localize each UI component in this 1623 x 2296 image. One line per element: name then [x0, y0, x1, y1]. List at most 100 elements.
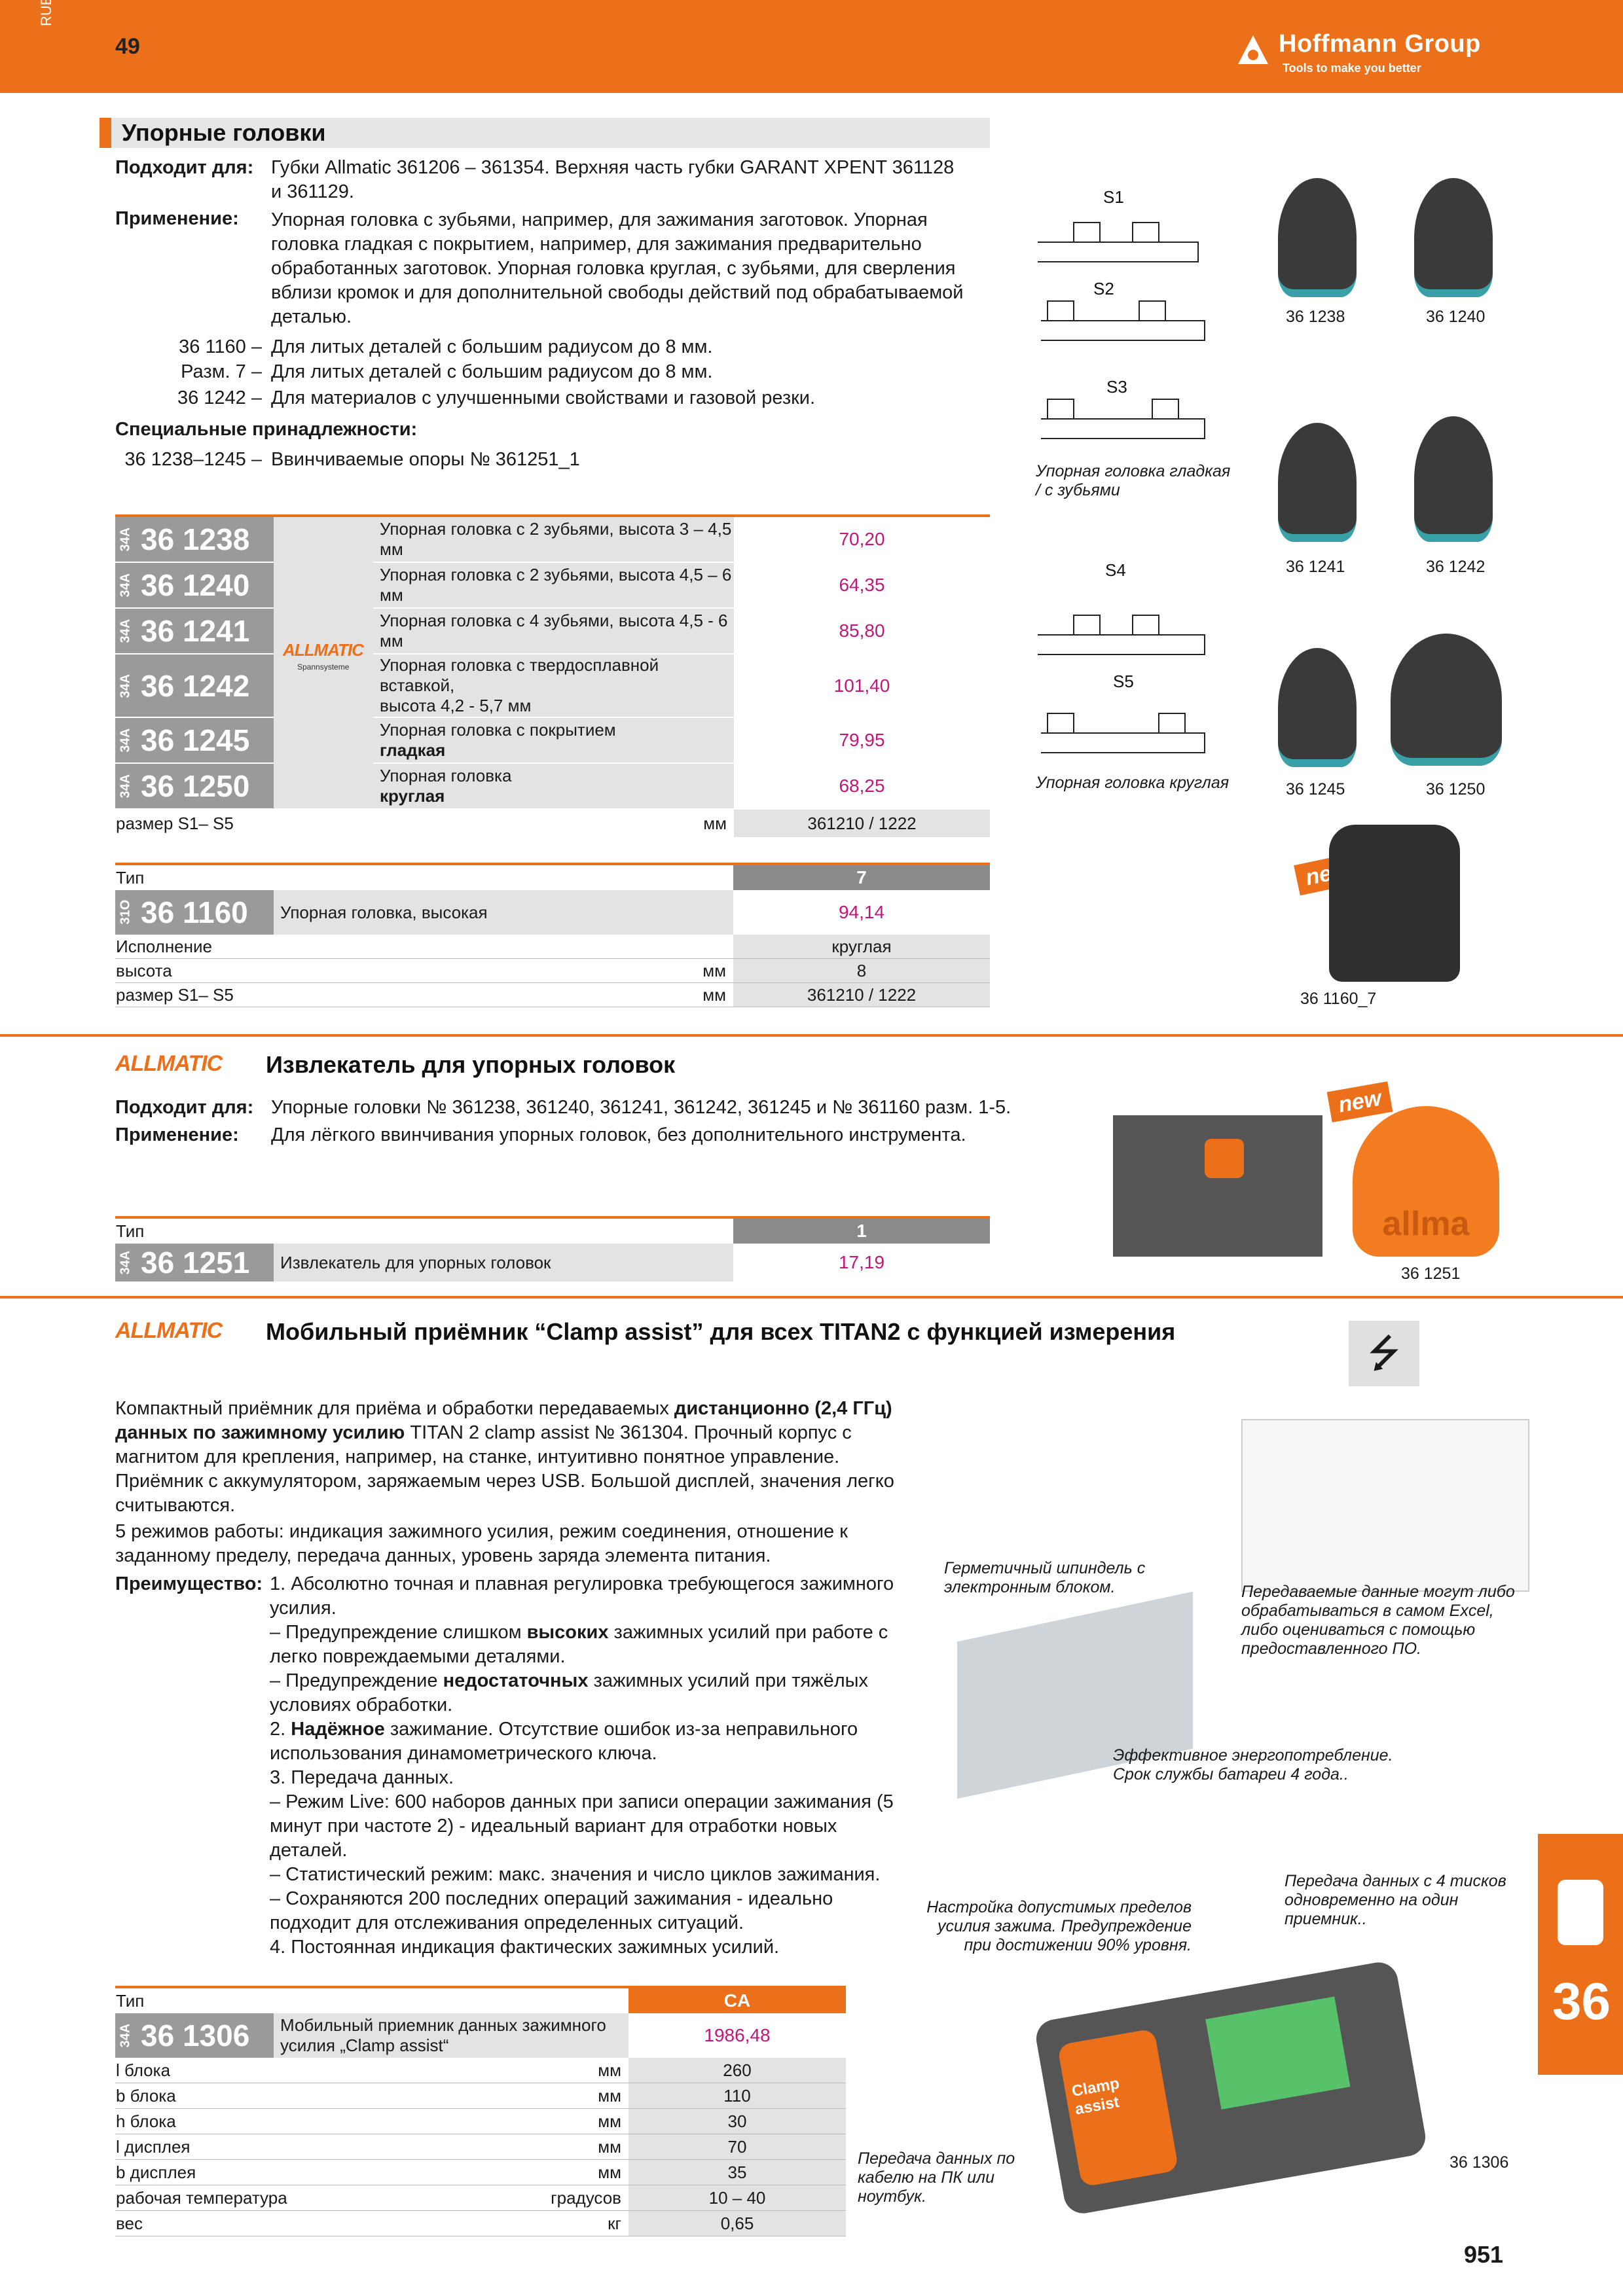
brand-name: Hoffmann Group [1279, 30, 1481, 58]
allmatic-logo: ALLMATIC [115, 1318, 223, 1343]
fits-text: Упорные головки № 361238, 361240, 361241… [271, 1097, 1012, 1118]
usage-photo [1113, 1115, 1322, 1257]
image-label: 36 1240 [1426, 308, 1486, 326]
image-label: 36 1241 [1286, 558, 1345, 576]
header-bar: RUE 49 Hoffmann Group Tools to make you … [0, 0, 1623, 93]
allmatic-logo: ALLMATIC [115, 1051, 223, 1076]
advantage-text: 1. Абсолютно точная и плавная регулировк… [270, 1573, 894, 1958]
application-text: Упорная головка с зубьями, например, для… [271, 209, 964, 327]
product-image [1414, 178, 1493, 297]
image-label: 36 1250 [1426, 780, 1486, 798]
dim-label: S1 [1103, 187, 1124, 207]
item-code: 36 1238 [141, 522, 250, 556]
dim-label: S5 [1113, 672, 1134, 691]
accessories-text: Ввинчиваемые опоры № 361251_1 [271, 449, 580, 470]
item-code: 36 1240 [141, 568, 250, 602]
dimension-diagrams: S1 S2 S3 S4 S5 [1038, 187, 1205, 753]
caption: Герметичный шпиндель с электронным блоко… [944, 1559, 1146, 1596]
product-image [1414, 416, 1493, 542]
page-number: 951 [1464, 2241, 1504, 2268]
caption-smooth: Упорная головка гладкая / с зубьями [1036, 462, 1231, 499]
hoffmann-logo-icon [1238, 35, 1268, 64]
accessories-key: 36 1238–1245 – [124, 449, 262, 470]
price: 64,35 [734, 562, 990, 609]
chapter-number: 36 [1552, 1972, 1611, 2030]
extractor-image: allma [1353, 1106, 1499, 1257]
device-display [1205, 1996, 1351, 2110]
price: 94,14 [838, 902, 885, 922]
brand-tagline: Tools to make you better [1283, 62, 1421, 75]
price: 85,80 [734, 608, 990, 655]
application-text: Для лёгкого ввинчивания упорных головок,… [271, 1124, 966, 1145]
caption: Передача данных по кабелю на ПК или ноут… [858, 2149, 1015, 2206]
image-label: 36 1160_7 [1300, 990, 1377, 1008]
fits-label: Подходит для: [115, 1097, 254, 1118]
usb-icon: ⭍ [1349, 1321, 1419, 1386]
application-label: Применение: [115, 1124, 239, 1145]
application-label: Применение: [115, 208, 239, 229]
device-image: Clamp assist [1033, 1959, 1429, 2217]
page-left-number: 49 [115, 34, 140, 59]
item-code: 36 1242 [141, 668, 250, 703]
intro-text: Компактный приёмник для приёма и обработ… [115, 1398, 894, 1516]
section-title: Извлекатель для упорных головок [266, 1051, 676, 1078]
note-key: 36 1242 – [177, 387, 262, 408]
product-image [1391, 634, 1502, 766]
caption-round: Упорная головка круглая [1036, 774, 1230, 792]
section-title-bar: Упорные головки [100, 118, 990, 148]
price: 101,40 [734, 654, 990, 718]
item-code: 36 1245 [141, 723, 250, 757]
accessories-label: Специальные принадлежности: [115, 419, 418, 440]
image-label: 36 1251 [1401, 1265, 1461, 1283]
advantage-label: Преимущество: [115, 1573, 263, 1594]
chapter-tab: 36 [1538, 1834, 1623, 2075]
modes-text: 5 режимов работы: индикация зажимного ус… [115, 1521, 848, 1566]
caption: Передача данных с 4 тисков одновременно … [1285, 1872, 1506, 1928]
price: 79,95 [734, 717, 990, 764]
note-text: Для литых деталей с большим радиусом до … [271, 361, 713, 382]
price: 17,19 [838, 1252, 885, 1272]
image-label: 36 1242 [1426, 558, 1486, 576]
caption: Настройка допустимых пределов усилия заж… [926, 1898, 1192, 1954]
brand-logo: Hoffmann Group Tools to make you better [1237, 29, 1512, 76]
tool-icon [1558, 1880, 1603, 1945]
language-code: RUE [38, 0, 54, 26]
caption: Передаваемые данные могут либо обрабатыв… [1241, 1583, 1515, 1658]
item-code: 36 1160 [141, 895, 248, 929]
note-key: 36 1160 – [179, 336, 262, 357]
dim-label: S4 [1105, 560, 1126, 580]
item-code: 36 1250 [141, 769, 250, 803]
new-badge: new [1326, 1081, 1393, 1122]
dim-label: S3 [1106, 377, 1127, 397]
dim-label: S2 [1093, 279, 1114, 298]
note-key: Разм. 7 – [181, 361, 262, 382]
item-code: 36 1251 [141, 1246, 250, 1280]
product-image [1329, 825, 1460, 982]
section-title: Упорные головки [122, 119, 326, 146]
item-code: 36 1306 [141, 2018, 250, 2053]
caption: Эффективное энергопотребление. Срок служ… [1113, 1746, 1393, 1784]
price: 1986,48 [704, 2025, 771, 2045]
image-label: 36 1238 [1286, 308, 1345, 326]
brand-cell: ALLMATIC Spannsysteme [274, 517, 373, 810]
section-title: Мобильный приёмник “Clamp assist” для вс… [266, 1318, 1176, 1345]
product-image [1278, 178, 1357, 297]
image-label: 36 1245 [1286, 780, 1345, 798]
image-label: 36 1306 [1450, 2153, 1509, 2172]
excel-screenshot [1241, 1419, 1529, 1592]
allmatic-logo: ALLMATIC [283, 640, 364, 660]
